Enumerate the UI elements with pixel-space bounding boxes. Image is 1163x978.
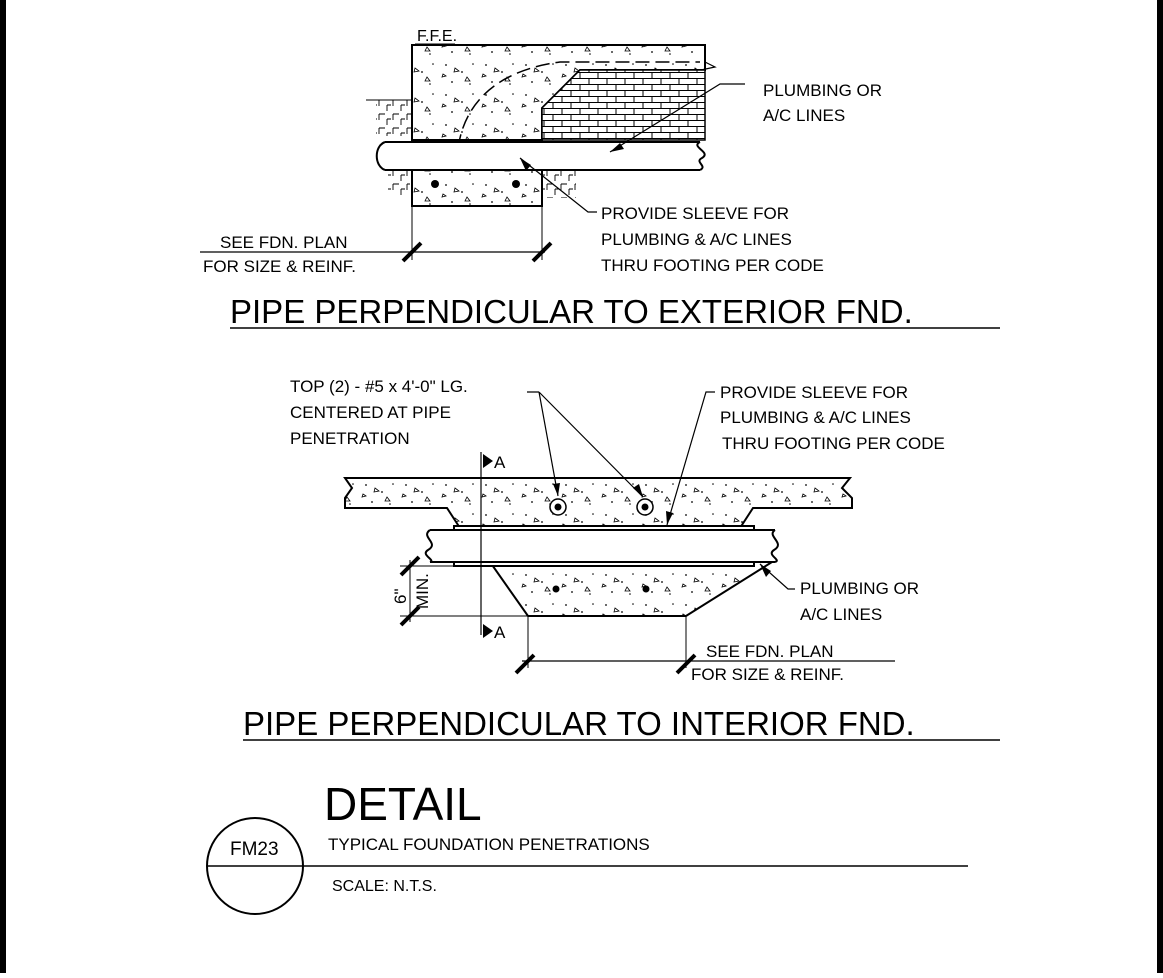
exterior-foundation-detail: F.F.E. PLUMBING OR A/C LINES PROVIDE SLE… [200, 28, 1000, 330]
interior-sleeve-line1: PROVIDE SLEEVE FOR [720, 383, 908, 402]
dim-6-inch: 6" [391, 589, 410, 605]
ffe-label: F.F.E. [417, 28, 457, 45]
leader-rebar [527, 391, 644, 498]
sleeve-label-line2: PLUMBING & A/C LINES [601, 230, 792, 249]
dim-min-label: MIN. [413, 573, 432, 609]
dim-tick [531, 241, 553, 263]
brick-hatch [541, 69, 706, 141]
fdn-note-line1: SEE FDN. PLAN [220, 233, 348, 252]
plumbing-label-line2: A/C LINES [763, 106, 845, 125]
rebar-note-line1: TOP (2) - #5 x 4'-0" LG. [290, 377, 468, 396]
rebar-dot [512, 180, 520, 188]
interior-pipe [430, 529, 775, 563]
interior-fdn-line2: FOR SIZE & REINF. [691, 665, 844, 684]
rebar-note-line3: PENETRATION [290, 429, 410, 448]
pipe [385, 141, 700, 171]
interior-plumbing-line2: A/C LINES [800, 605, 882, 624]
lower-detail-title: PIPE PERPENDICULAR TO INTERIOR FND. [243, 705, 915, 742]
left-border [0, 0, 6, 973]
dim-tick [401, 241, 423, 263]
section-mark-top: A [494, 453, 506, 472]
top-rebar [636, 498, 654, 516]
title-block: FM23 DETAIL TYPICAL FOUNDATION PENETRATI… [206, 778, 968, 915]
earth-hatch-left [376, 100, 412, 136]
right-border [1157, 0, 1163, 973]
plumbing-label-line1: PLUMBING OR [763, 81, 882, 100]
leader-plumbing [609, 83, 745, 153]
detail-description: TYPICAL FOUNDATION PENETRATIONS [328, 835, 650, 854]
section-mark-bottom: A [494, 623, 506, 642]
leader-sleeve [519, 157, 597, 213]
interior-sleeve-line2: PLUMBING & A/C LINES [720, 408, 911, 427]
rebar-dot [431, 180, 439, 188]
interior-foundation-detail: A A 6" MIN. TOP (2) - #5 x 4'-0" LG. [243, 377, 1000, 742]
fdn-note-line2: FOR SIZE & REINF. [203, 257, 356, 276]
vapor-barrier [457, 61, 700, 149]
upper-detail-title: PIPE PERPENDICULAR TO EXTERIOR FND. [230, 293, 913, 330]
interior-fdn-line1: SEE FDN. PLAN [706, 642, 834, 661]
interior-plumbing-line1: PLUMBING OR [800, 579, 919, 598]
interior-slab [343, 477, 853, 529]
interior-footing [488, 561, 776, 617]
sleeve-label-line3: THRU FOOTING PER CODE [601, 256, 824, 275]
detail-heading: DETAIL [324, 778, 482, 830]
detail-scale: SCALE: N.T.S. [332, 878, 437, 895]
interior-sleeve-line3: THRU FOOTING PER CODE [722, 434, 945, 453]
earth-hatch-right [542, 168, 576, 198]
top-rebar [549, 498, 567, 516]
sleeve-label-line1: PROVIDE SLEEVE FOR [601, 204, 789, 223]
leader-sleeve-interior [666, 391, 715, 526]
detail-id: FM23 [230, 839, 279, 860]
rebar-note-line2: CENTERED AT PIPE [290, 403, 451, 422]
